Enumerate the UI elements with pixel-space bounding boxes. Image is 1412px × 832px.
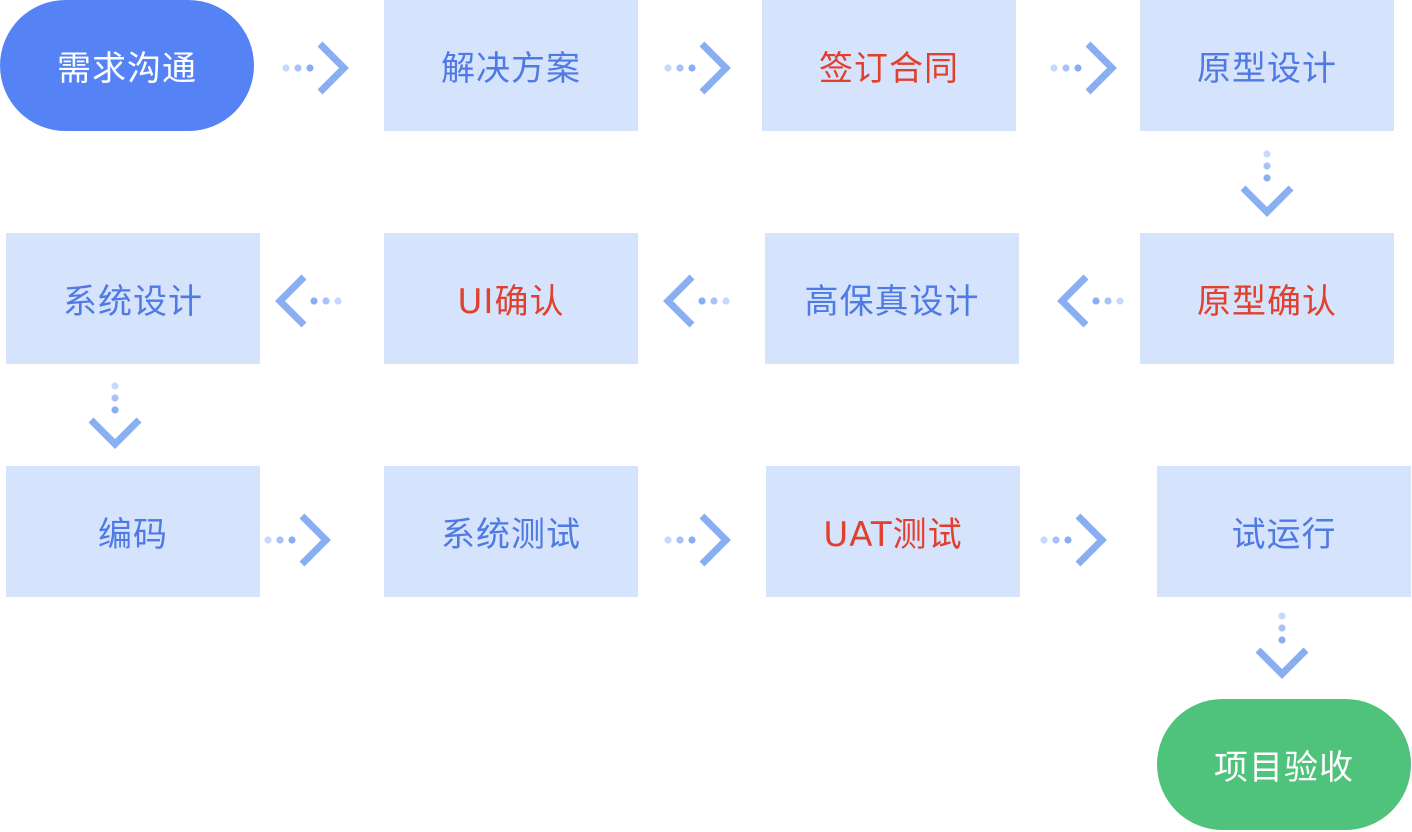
step-prototype-confirm: 原型确认 bbox=[1140, 233, 1394, 364]
arrow-down-icon bbox=[88, 382, 142, 449]
step-label: 原型确认 bbox=[1197, 282, 1337, 322]
arrow-right-icon bbox=[664, 41, 731, 95]
arrow-right-icon bbox=[264, 513, 331, 567]
step-label: 高保真设计 bbox=[804, 282, 980, 322]
arrow-left-icon bbox=[1057, 274, 1124, 328]
step-prototype-design: 原型设计 bbox=[1140, 0, 1394, 131]
arrow-down-icon bbox=[1240, 150, 1294, 217]
step-solution: 解决方案 bbox=[384, 0, 638, 131]
arrow-right-icon bbox=[664, 513, 731, 567]
step-label: 原型设计 bbox=[1197, 49, 1337, 89]
step-label: 系统测试 bbox=[441, 515, 581, 555]
step-requirement-communication: 需求沟通 bbox=[0, 0, 254, 131]
step-uat-test: UAT测试 bbox=[766, 466, 1020, 597]
step-ui-confirm: UI确认 bbox=[384, 233, 638, 364]
step-label: 解决方案 bbox=[441, 49, 581, 89]
step-sign-contract: 签订合同 bbox=[762, 0, 1016, 131]
step-label: 试运行 bbox=[1231, 515, 1337, 555]
step-label: UI确认 bbox=[457, 282, 565, 322]
step-coding: 编码 bbox=[6, 466, 260, 597]
arrow-left-icon bbox=[275, 274, 342, 328]
arrow-right-icon bbox=[1040, 513, 1107, 567]
arrow-left-icon bbox=[663, 274, 730, 328]
step-label: 系统设计 bbox=[63, 282, 203, 322]
step-hifi-design: 高保真设计 bbox=[765, 233, 1019, 364]
arrow-right-icon bbox=[1050, 41, 1117, 95]
step-label: 项目验收 bbox=[1214, 748, 1354, 788]
arrow-down-icon bbox=[1255, 612, 1309, 679]
step-label: 需求沟通 bbox=[57, 49, 197, 89]
step-system-test: 系统测试 bbox=[384, 466, 638, 597]
step-label: 编码 bbox=[98, 515, 168, 555]
step-project-acceptance: 项目验收 bbox=[1157, 699, 1411, 830]
step-label: UAT测试 bbox=[823, 515, 963, 555]
step-label: 签订合同 bbox=[819, 49, 959, 89]
step-system-design: 系统设计 bbox=[6, 233, 260, 364]
step-trial-run: 试运行 bbox=[1157, 466, 1411, 597]
arrow-right-icon bbox=[282, 41, 349, 95]
